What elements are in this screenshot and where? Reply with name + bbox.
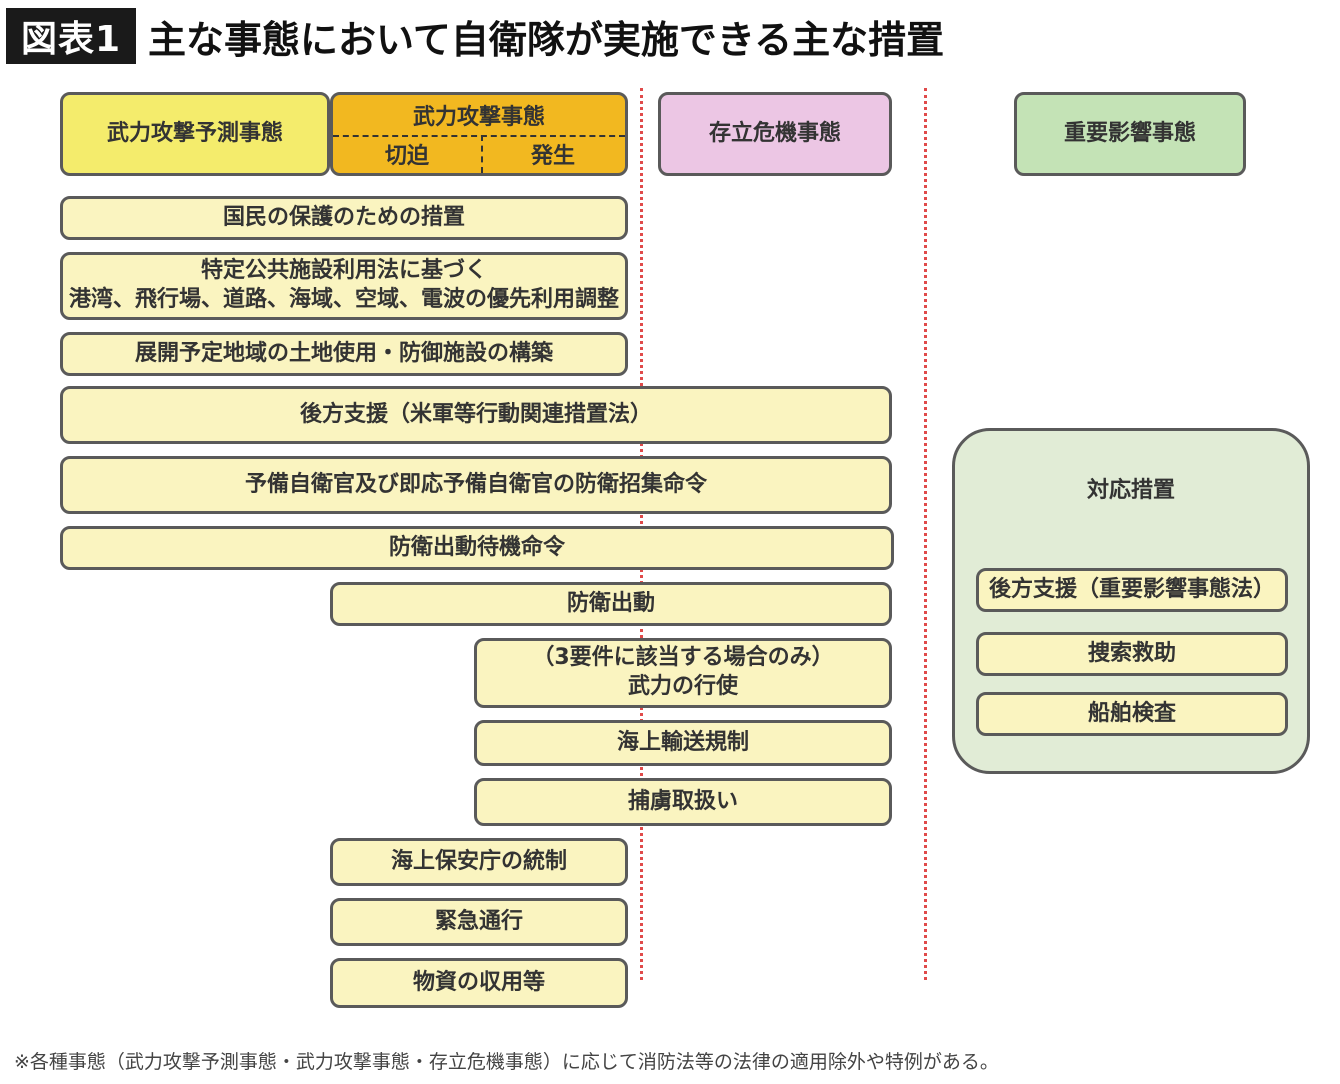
figure-badge: 図表1 [6,8,136,64]
measure-facility-priority-use: 特定公共施設利用法に基づく 港湾、飛行場、道路、海域、空域、電波の優先利用調整 [60,252,628,320]
measure-land-use-defense: 展開予定地域の土地使用・防御施設の構築 [60,332,628,376]
measure-maritime-transport: 海上輸送規制 [474,720,892,766]
figure-title: 主な事態において自衛隊が実施できる主な措置 [148,17,945,62]
response-rear-support: 後方支援（重要影響事態法） [976,568,1288,612]
header-occurred: 発生 [530,144,575,169]
measure-defense-standby: 防衛出動待機命令 [60,526,894,570]
header-survival-crisis: 存立危機事態 [658,92,892,176]
response-measures-title: 対応措置 [1086,478,1175,503]
measure-use-of-force: （3要件に該当する場合のみ） 武力の行使 [474,638,892,708]
measure-rear-support-us: 後方支援（米軍等行動関連措置法） [60,386,892,444]
header-attack-prediction: 武力攻撃予測事態 [60,92,330,176]
measure-defense-operation: 防衛出動 [330,582,892,626]
header-armed-attack: 武力攻撃事態 切迫 発生 [330,92,628,176]
header-armed-attack-label: 武力攻撃事態 [333,95,625,137]
response-search-rescue: 捜索救助 [976,632,1288,676]
measure-reserve-call-up: 予備自衛官及び即応予備自衛官の防衛招集命令 [60,456,892,514]
measure-requisition: 物資の収用等 [330,958,628,1008]
header-important-influence: 重要影響事態 [1014,92,1246,176]
header-imminent: 切迫 [333,135,483,173]
footnote: ※各種事態（武力攻撃予測事態・武力攻撃事態・存立危機事態）に応じて消防法等の法律… [14,1050,999,1073]
measure-prisoner-handling: 捕虜取扱い [474,778,892,826]
measure-coast-guard-control: 海上保安庁の統制 [330,838,628,886]
response-ship-inspection: 船舶検査 [976,692,1288,736]
divider-survival-important [924,88,927,980]
measure-civil-protection: 国民の保護のための措置 [60,196,628,240]
measure-emergency-passage: 緊急通行 [330,898,628,946]
